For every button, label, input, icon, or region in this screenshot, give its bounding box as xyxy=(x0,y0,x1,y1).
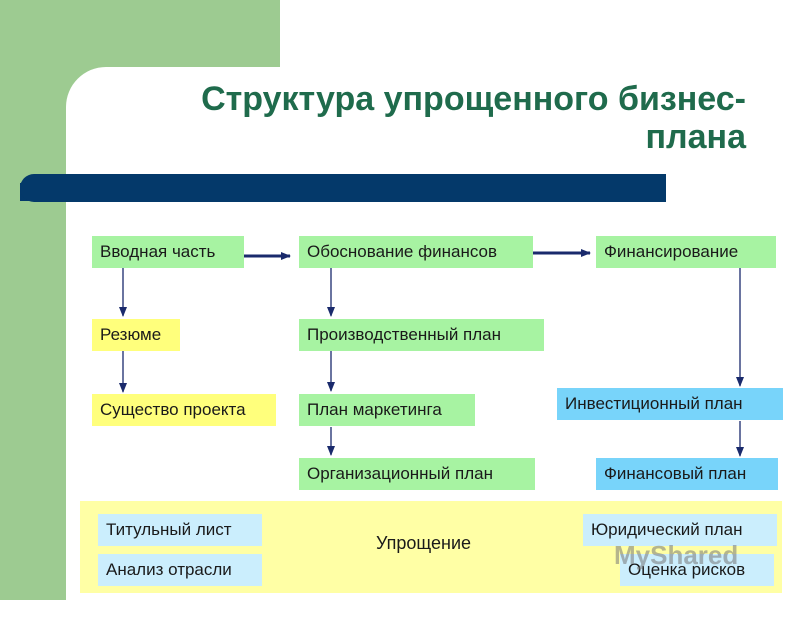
box-organization: Организационный план xyxy=(299,458,535,490)
box-industry: Анализ отрасли xyxy=(98,554,262,586)
box-essence: Существо проекта xyxy=(92,394,276,426)
title-line-2: плана xyxy=(645,118,747,156)
box-production: Производственный план xyxy=(299,319,544,351)
box-justification: Обоснование финансов xyxy=(299,236,533,268)
title-underline-bar xyxy=(20,174,666,202)
simplification-label: Упрощение xyxy=(376,533,472,553)
watermark-logo: MyShared xyxy=(614,540,739,570)
box-marketing: План маркетинга xyxy=(299,394,475,426)
connector-arrows xyxy=(119,249,744,457)
box-financing: Финансирование xyxy=(596,236,776,268)
box-investment: Инвестиционный план xyxy=(557,388,783,420)
title-line-1: Структура упрощенного бизнес- xyxy=(201,80,746,118)
box-risk: Оценка рисков xyxy=(620,554,774,586)
page-title: Структура упрощенного бизнес- плана xyxy=(126,80,746,156)
box-title-page: Титульный лист xyxy=(98,514,262,546)
box-financial: Финансовый план xyxy=(596,458,778,490)
box-resume: Резюме xyxy=(92,319,180,351)
box-legal: Юридический план xyxy=(583,514,777,546)
box-intro: Вводная часть xyxy=(92,236,244,268)
